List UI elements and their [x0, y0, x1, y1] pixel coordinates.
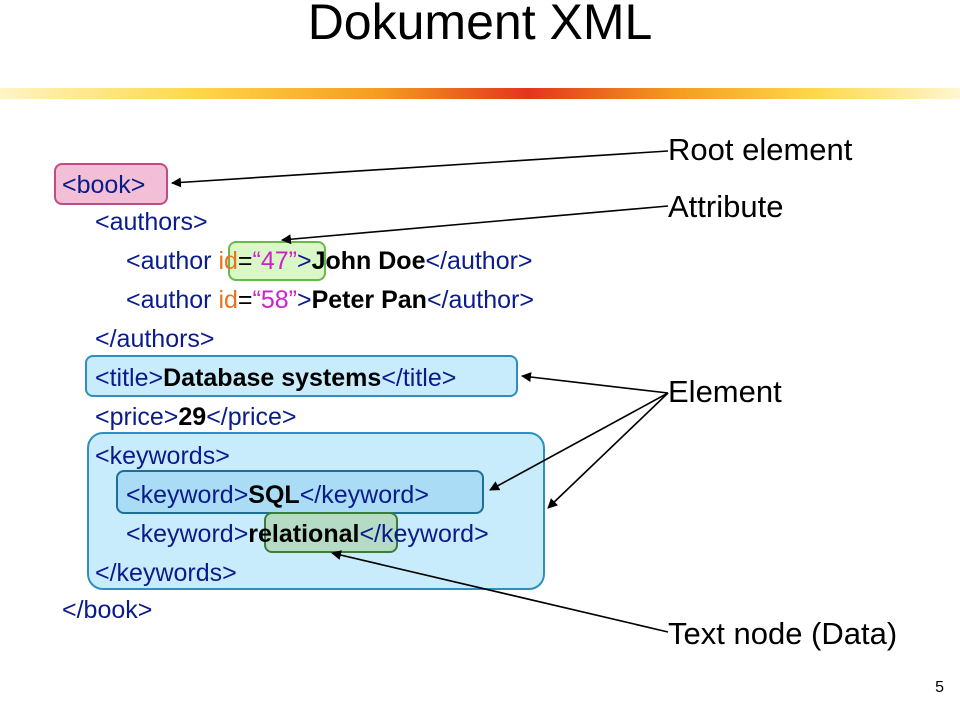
text-content: Database systems [163, 364, 382, 392]
xml-line-keywords-close: </keywords> [95, 558, 237, 588]
text-content: Peter Pan [311, 286, 427, 314]
xml-line-keyword-2: <keyword>relational</keyword> [126, 519, 489, 549]
title-underline-bar [0, 88, 960, 99]
xml-line-author-1: <author id=“47”>John Doe</author> [126, 246, 533, 276]
arrow-root-element [171, 150, 669, 188]
text-content: SQL [248, 481, 300, 509]
xml-line-book-open: <book> [62, 170, 145, 200]
xml-line-authors-close: </authors> [95, 324, 215, 354]
xml-token: > [296, 247, 312, 275]
xml-line-price: <price>29</price> [95, 402, 297, 432]
label-element: Element [668, 374, 782, 409]
text-node-highlight [264, 512, 398, 553]
attribute-value: “47” [252, 247, 297, 275]
arrow-text-node [331, 550, 669, 633]
xml-line-author-2: <author id=“58”>Peter Pan</author> [126, 285, 534, 315]
arrow-element-keywords [547, 392, 669, 509]
slide-title: Dokument XML [307, 0, 653, 50]
xml-token: = [237, 286, 253, 314]
xml-token: <keywords> [95, 442, 230, 470]
title-element-highlight [85, 355, 518, 397]
label-text-node: Text node (Data) [668, 616, 898, 651]
xml-token: <title> [95, 364, 164, 392]
xml-token: <authors> [95, 208, 208, 236]
xml-token: <keyword> [126, 481, 249, 509]
attribute-highlight [228, 241, 326, 281]
xml-token: <author [126, 286, 219, 314]
xml-token: </authors> [95, 325, 215, 353]
xml-token: </keyword> [359, 520, 489, 548]
root-element-highlight [54, 163, 168, 205]
attribute-value: “58” [252, 286, 297, 314]
xml-token: </author> [425, 247, 533, 275]
xml-token: </title> [381, 364, 457, 392]
xml-token: <keyword> [126, 520, 249, 548]
label-root-element: Root element [668, 132, 853, 167]
arrow-element-title [521, 372, 669, 394]
sql-keyword-element-highlight [116, 470, 484, 514]
xml-token: </price> [206, 403, 297, 431]
xml-token: </author> [426, 286, 534, 314]
xml-line-keyword-1: <keyword>SQL</keyword> [126, 480, 429, 510]
attribute-name: id [218, 247, 238, 275]
page-number: 5 [935, 679, 944, 696]
xml-token: = [237, 247, 253, 275]
text-content: John Doe [311, 247, 426, 275]
arrow-attribute [281, 205, 669, 245]
text-content: relational [248, 520, 360, 548]
xml-token: </keywords> [95, 559, 237, 587]
xml-line-keywords-open: <keywords> [95, 441, 230, 471]
xml-line-book-close: </book> [62, 595, 152, 625]
attribute-name: id [218, 286, 238, 314]
xml-token: <price> [95, 403, 179, 431]
xml-token: <author [126, 247, 219, 275]
text-content: 29 [178, 403, 207, 431]
xml-line-title: <title>Database systems</title> [95, 363, 456, 393]
label-attribute: Attribute [668, 189, 784, 224]
arrow-element-sql [489, 392, 669, 491]
xml-token: > [296, 286, 312, 314]
xml-token: </keyword> [299, 481, 429, 509]
xml-token: <book> [62, 171, 146, 199]
xml-line-authors-open: <authors> [95, 207, 208, 237]
xml-token: </book> [62, 596, 153, 624]
